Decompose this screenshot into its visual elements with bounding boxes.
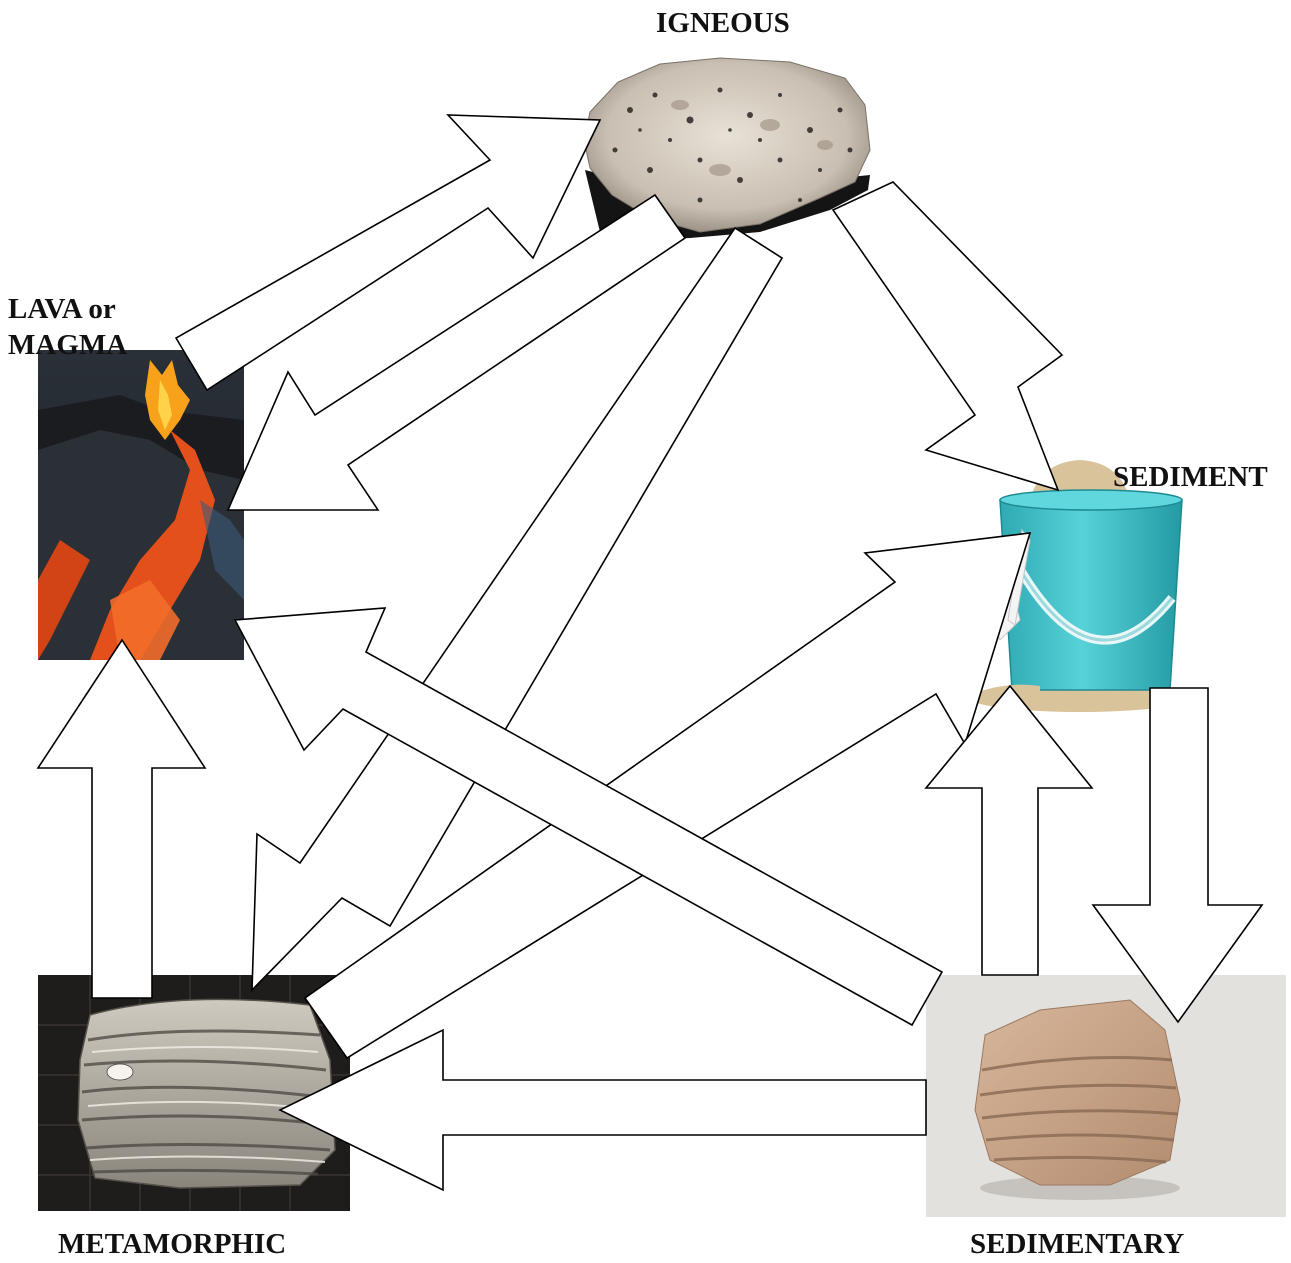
arrow-metamorphic-to-lava xyxy=(38,640,205,998)
lava-image xyxy=(38,350,244,660)
sedimentary-image xyxy=(926,975,1286,1217)
arrow-sedimentary-to-sediment xyxy=(926,686,1092,975)
metamorphic-image xyxy=(38,975,350,1211)
sediment-label: SEDIMENT xyxy=(1113,460,1268,494)
igneous-label: IGNEOUS xyxy=(656,6,790,40)
arrow-igneous-to-sediment xyxy=(833,182,1062,490)
arrow-sedimentary-to-metamorphic xyxy=(280,1030,926,1190)
lava-label-line2: MAGMA xyxy=(8,328,127,362)
arrow-sediment-to-sedimentary xyxy=(1093,688,1262,1022)
lava-label-line1: LAVA or xyxy=(8,292,116,326)
metamorphic-label: METAMORPHIC xyxy=(58,1227,286,1261)
arrow-lava-to-igneous xyxy=(176,115,600,390)
sedimentary-label: SEDIMENTARY xyxy=(970,1227,1184,1261)
